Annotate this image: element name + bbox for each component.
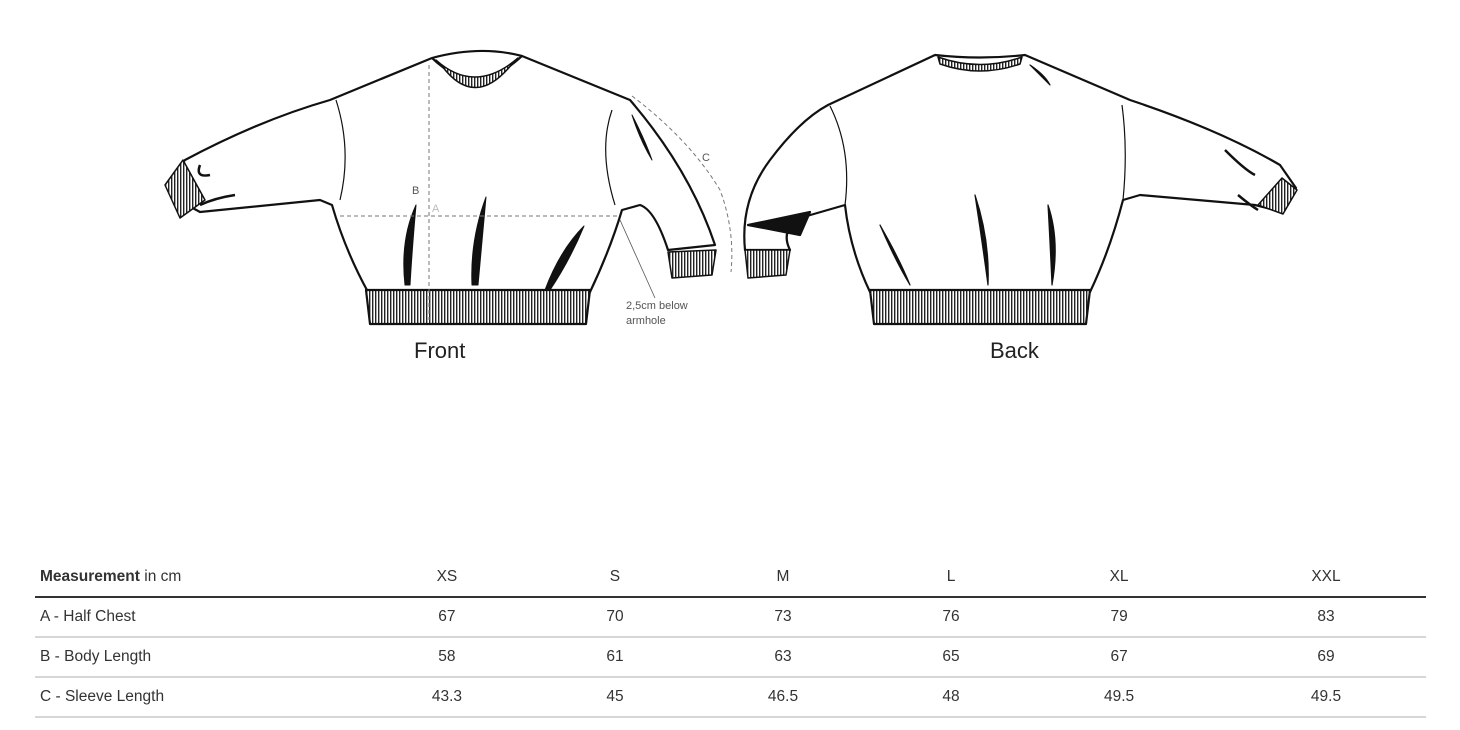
table-cell: 43.3 [431,688,462,705]
size-header: XS [436,568,458,585]
table-cell: 69 [1317,648,1335,665]
row-label: A - Half Chest [40,608,136,625]
row-label: C - Sleeve Length [40,688,165,705]
front-sweater-drawing [164,49,717,326]
annotation-line-1: 2,5cm below [626,300,688,312]
annotation-leader-line [619,219,656,299]
row-label: B - Body Length [40,648,152,665]
size-header: M [776,568,790,585]
size-header: XL [1109,568,1129,585]
table-cell: 49.5 [1103,688,1135,705]
table-row: A - Half Chest 67 70 73 76 79 83 [35,597,1426,637]
table-cell: 61 [606,648,624,665]
table-row: C - Sleeve Length 43.3 45 46.5 48 49.5 49.5 [35,677,1426,717]
table-cell: 65 [942,648,960,665]
front-label: Front [414,338,466,363]
size-chart-table: Measurement in cm XS S M L XL XXL A - Ha… [35,558,1426,718]
header-bold: Measurement [40,568,140,585]
table-header-row: Measurement in cm XS S M L XL XXL [35,558,1426,597]
table-cell: 73 [774,608,792,625]
table-cell: 48 [942,688,960,705]
back-label: Back [990,338,1039,363]
table-cell: 49.5 [1310,688,1342,705]
table-cell: 46.5 [767,688,799,705]
sweater-technical-drawing [164,49,1298,326]
header-unit: in cm [139,568,182,585]
size-header: S [609,568,621,585]
measurement-guides [340,65,733,320]
table-cell: 83 [1317,608,1335,625]
table-cell: 58 [438,648,456,665]
table-cell: 70 [606,608,624,625]
armhole-annotation: 2,5cm below armhole [626,299,688,329]
table-cell: 67 [1110,648,1128,665]
table-row: B - Body Length 58 61 63 65 67 69 [35,637,1426,677]
size-header: L [946,568,956,585]
marker-c: C [702,152,710,164]
table-cell: 63 [774,648,792,665]
marker-a: A [432,203,440,215]
back-sweater-drawing [743,53,1298,326]
table-cell: 67 [438,608,456,625]
table-cell: 76 [942,608,960,625]
marker-b: B [412,185,420,197]
table-cell: 45 [606,688,624,705]
measurement-header: Measurement in cm [35,558,340,597]
annotation-line-2: armhole [626,315,666,327]
table-cell: 79 [1110,608,1128,625]
size-header: XXL [1311,568,1341,585]
